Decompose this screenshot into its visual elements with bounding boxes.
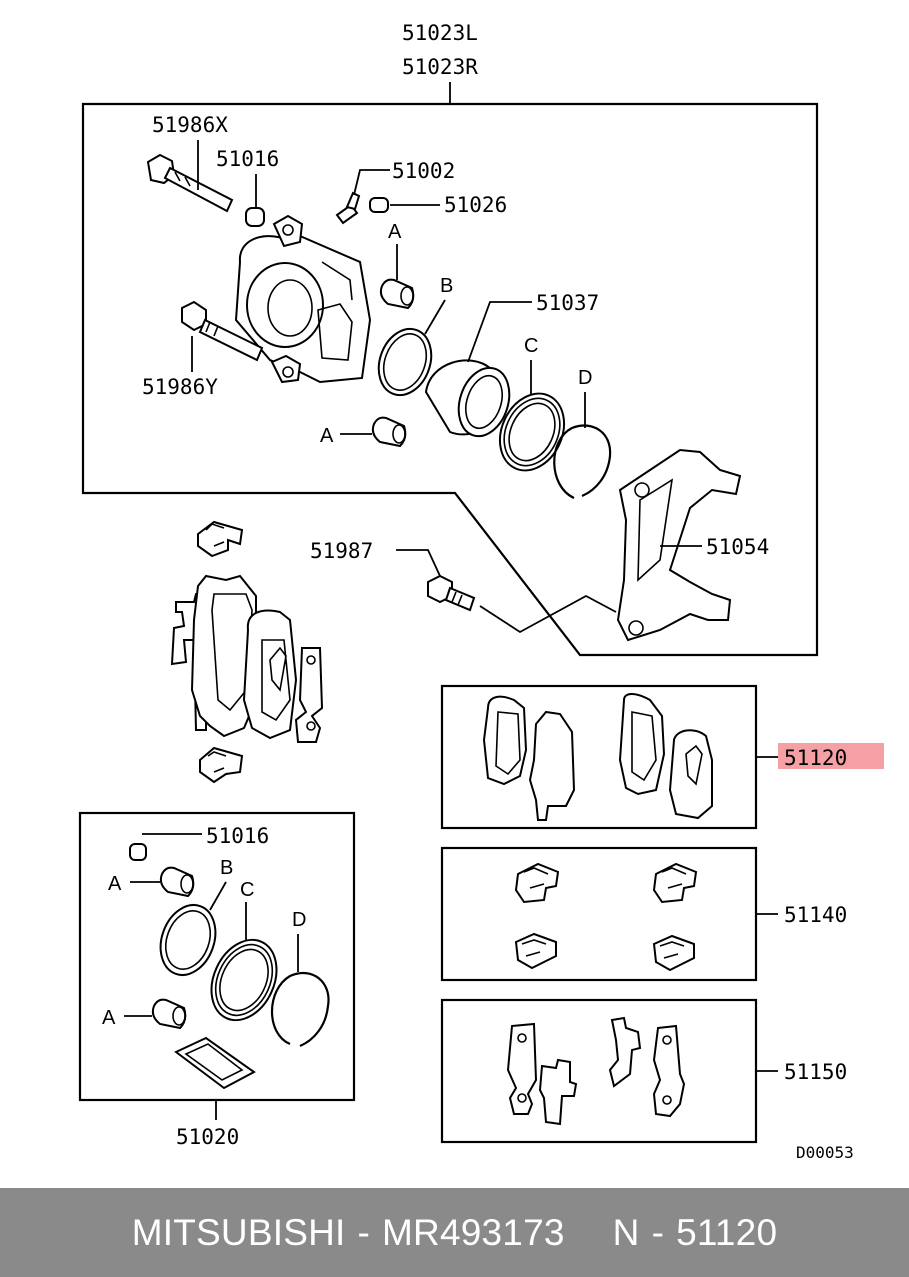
seal-ring-b-kit (159, 904, 217, 976)
grease-packet (174, 1036, 256, 1090)
seal-kit-frame (78, 811, 356, 1102)
label-51023L[interactable]: 51023L (402, 21, 478, 45)
bushing-51016 (245, 207, 265, 227)
pin-bolt-51986Y (181, 300, 264, 362)
brake-pad-set-51120 (482, 693, 713, 821)
letter-c-kit[interactable]: C (240, 879, 254, 901)
clip-set-frame (440, 846, 758, 982)
shim-set-51150 (506, 1016, 686, 1126)
label-51987[interactable]: 51987 (310, 539, 373, 563)
leader-b-kit (209, 881, 227, 911)
caliper-bracket-51054 (616, 448, 742, 642)
label-51002[interactable]: 51002 (392, 159, 455, 183)
piston-seal-c-kit (210, 938, 278, 1022)
letter-b-kit[interactable]: B (220, 857, 233, 879)
caliper-assembly-frame (81, 102, 819, 657)
label-51054[interactable]: 51054 (706, 535, 769, 559)
label-51986Y[interactable]: 51986Y (142, 375, 218, 399)
retaining-ring-d-kit (270, 971, 330, 1048)
footer-part-code: MR493173 (382, 1211, 565, 1253)
label-51023R[interactable]: 51023R (402, 55, 478, 79)
bolt-51987 (427, 574, 476, 612)
boot-a-lower (371, 416, 407, 448)
label-51150[interactable]: 51150 (784, 1060, 847, 1084)
label-51016[interactable]: 51016 (216, 147, 279, 171)
footer-n-value: 51120 (676, 1211, 778, 1253)
letter-a-upper[interactable]: A (388, 221, 402, 243)
leader-51987-to-bracket (479, 594, 617, 634)
bushing-51016-kit (129, 843, 147, 861)
leader-51987 (396, 549, 441, 577)
boot-a-kit-lower (151, 998, 187, 1030)
label-51016-kit[interactable]: 51016 (206, 824, 269, 848)
boot-a-kit-upper (159, 866, 195, 898)
footer-bar: MITSUBISHI - MR493173 N - 51120 (0, 1188, 909, 1277)
leader-b (424, 299, 446, 335)
exploded-pad-set (170, 520, 324, 784)
bleeder-screw-51002 (335, 191, 361, 225)
letter-d-kit[interactable]: D (292, 909, 306, 931)
leader-51002 (353, 169, 390, 196)
leader-51037 (467, 301, 532, 363)
label-51020[interactable]: 51020 (176, 1125, 239, 1149)
parts-diagram: 51023L 51023R 51986X 51016 51002 51026 (78, 21, 884, 1162)
retaining-ring-d (553, 424, 612, 499)
reference-code: D00053 (796, 1143, 854, 1162)
clip-set-51140 (514, 862, 698, 972)
letter-a-kit-upper[interactable]: A (108, 873, 122, 895)
letter-a-lower[interactable]: A (320, 425, 334, 447)
footer-n-label: N (612, 1211, 640, 1253)
cap-51026 (369, 197, 389, 213)
highlight-51120 (778, 743, 884, 769)
piston-seal-c (498, 392, 566, 472)
shim-set-frame (440, 998, 758, 1144)
label-51140[interactable]: 51140 (784, 903, 847, 927)
label-51986X[interactable]: 51986X (152, 113, 228, 137)
letter-a-kit-lower[interactable]: A (102, 1007, 116, 1029)
letter-d[interactable]: D (578, 367, 592, 389)
footer-separator-1: - (357, 1211, 371, 1253)
boot-a-upper (379, 278, 415, 310)
piston-51037 (424, 359, 511, 438)
letter-c[interactable]: C (524, 335, 538, 357)
label-51026[interactable]: 51026 (444, 193, 507, 217)
footer-brand: MITSUBISHI (131, 1211, 346, 1253)
label-51120[interactable]: 51120 (784, 746, 847, 770)
seal-ring-b-inner (382, 333, 428, 391)
label-51037[interactable]: 51037 (536, 291, 599, 315)
footer-separator-2: - (651, 1211, 665, 1253)
letter-b[interactable]: B (440, 275, 453, 297)
caliper-body (234, 214, 372, 384)
